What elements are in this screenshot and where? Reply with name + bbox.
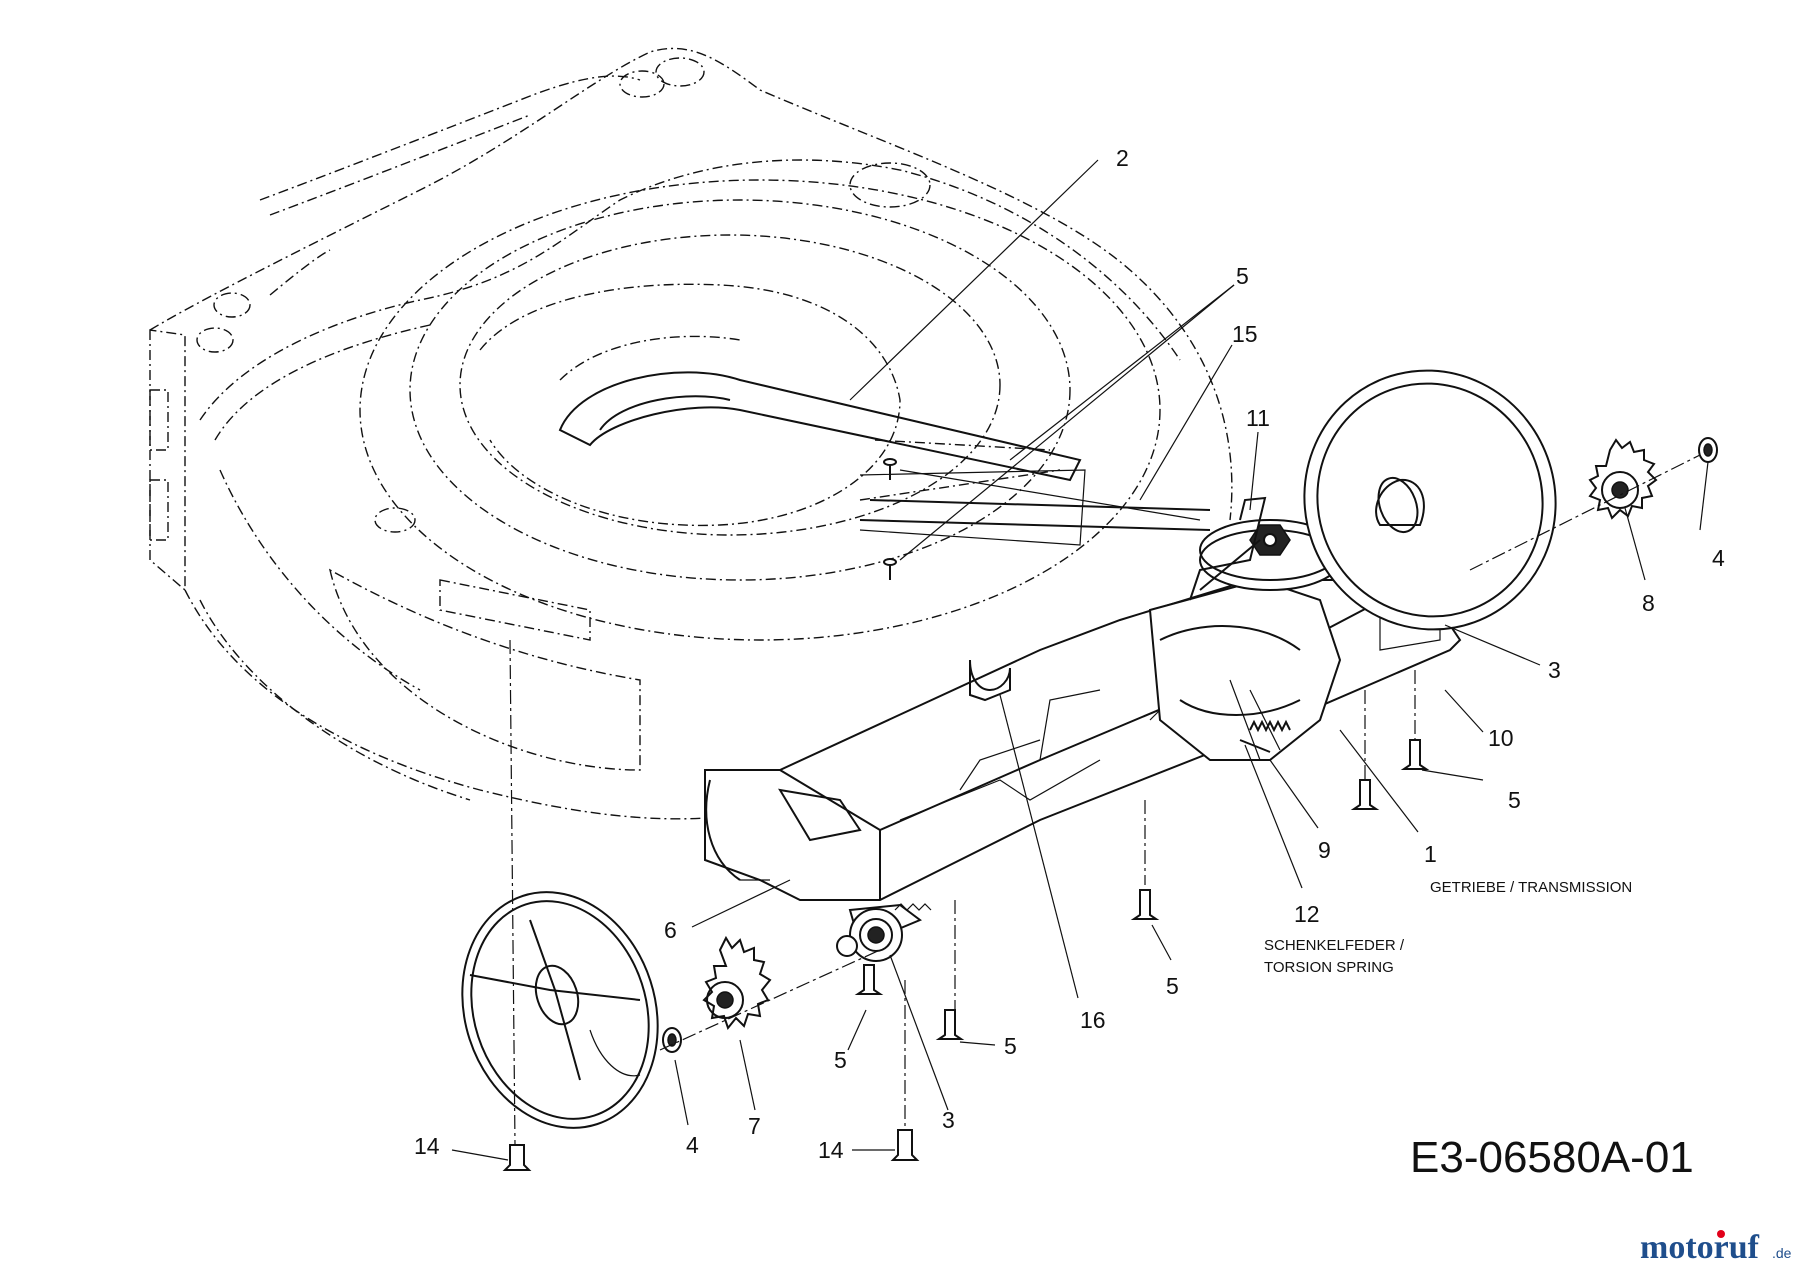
transmission: [1148, 519, 1441, 761]
hub-caps: [662, 437, 1718, 1053]
spring-caption-line2: TORSION SPRING: [1264, 959, 1394, 976]
watermark-brand: motoruf: [1640, 1229, 1760, 1266]
mower-deck-outline: [149, 47, 1233, 820]
leader-lines: [451, 159, 1709, 1161]
drive-chassis: [704, 579, 1462, 901]
callout-5: 5: [834, 1047, 847, 1073]
callout-9: 9: [1318, 837, 1331, 863]
callout-4: 4: [1712, 545, 1725, 571]
drawing-number: E3-06580A-01: [1410, 1133, 1694, 1182]
callout-5: 5: [1508, 787, 1521, 813]
gear-right: [1588, 438, 1658, 520]
spring-caption-line1: SCHENKELFEDER /: [1264, 937, 1405, 954]
drive-belt: [859, 469, 1211, 531]
watermark-dot-icon: [1717, 1230, 1725, 1238]
callout-3: 3: [1548, 657, 1561, 683]
callout-2: 2: [1116, 145, 1129, 171]
callout-6: 6: [664, 917, 677, 943]
callout-7: 7: [748, 1113, 761, 1139]
callout-11: 11: [1246, 405, 1270, 431]
clip: [969, 659, 1011, 702]
front-axle: [836, 903, 932, 962]
torsion-spring: [1239, 719, 1291, 753]
rear-wheel: [1303, 369, 1557, 631]
callout-12: 12: [1294, 901, 1320, 927]
watermark-suffix: .de: [1772, 1245, 1792, 1261]
assembly-axis-lines: [509, 454, 1701, 1146]
cable-bracket: [1189, 496, 1267, 601]
captions: GETRIEBE / TRANSMISSION SCHENKELFEDER / …: [1264, 879, 1632, 976]
blade: [558, 371, 1086, 580]
callout-5: 5: [1236, 263, 1249, 289]
callout-5: 5: [1166, 973, 1179, 999]
callout-5: 5: [1004, 1033, 1017, 1059]
callout-16: 16: [1080, 1007, 1106, 1033]
transmission-caption: GETRIEBE / TRANSMISSION: [1430, 879, 1632, 896]
callout-1: 1: [1424, 841, 1437, 867]
callout-8: 8: [1642, 590, 1655, 616]
callouts: 1 2 3 3 4 4 5 5 5 5 5 6 7 8 9 10 11 12 1…: [414, 145, 1725, 1163]
callout-3: 3: [942, 1107, 955, 1133]
callout-15: 15: [1232, 321, 1258, 347]
callout-14: 14: [818, 1137, 844, 1163]
callout-10: 10: [1488, 725, 1514, 751]
front-wheel: [461, 891, 659, 1129]
pins: [502, 1129, 920, 1171]
callout-4: 4: [686, 1132, 699, 1158]
callout-14: 14: [414, 1133, 440, 1159]
motoruf-watermark: motoruf .de: [1640, 1229, 1792, 1266]
gear-left: [702, 935, 772, 1031]
